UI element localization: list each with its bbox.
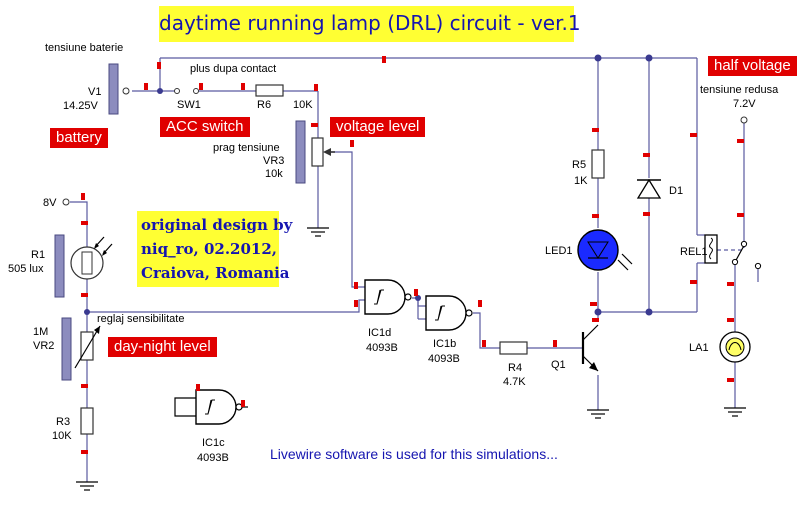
ground-symbols: [76, 227, 746, 491]
vr2-value: 1M: [33, 326, 48, 338]
rel1-name: REL1: [680, 246, 708, 258]
led1-name: LED1: [545, 245, 573, 257]
r1-name: R1: [31, 249, 45, 261]
ic1b-name: IC1b: [433, 338, 456, 350]
led-led1[interactable]: [577, 229, 633, 271]
r5-value: 1K: [574, 175, 588, 187]
vr2-name: VR2: [33, 340, 54, 352]
supply-8v-label: 8V: [43, 197, 57, 209]
acc-switch-sw1[interactable]: [174, 88, 199, 94]
label-voltage-level: voltage level: [330, 117, 426, 137]
ic1c-value: 4093B: [197, 452, 229, 464]
credit-line-2: niq_ro, 02.2012,: [141, 240, 278, 258]
supply-terminal-half-voltage: [740, 116, 748, 124]
photoresistor-r1[interactable]: [54, 234, 113, 298]
note-reglaj-sensibilitate: reglaj sensibilitate: [97, 313, 184, 325]
r4-value: 4.7K: [503, 376, 526, 388]
credit-line-1: original design by: [141, 216, 293, 234]
credit-note: original design by niq_ro, 02.2012, Crai…: [137, 211, 293, 287]
r6-value: 10K: [293, 99, 313, 111]
simulation-probes: [81, 56, 744, 454]
resistor-r6[interactable]: [255, 84, 284, 97]
battery-v1[interactable]: [108, 63, 130, 115]
ic1c-name: IC1c: [202, 437, 225, 449]
vr3-name: VR3: [263, 155, 284, 167]
label-half-voltage: half voltage: [708, 56, 797, 76]
supply-terminal-8v: [62, 198, 70, 206]
r3-name: R3: [56, 416, 70, 428]
label-day-night-level: day-night level: [108, 337, 217, 357]
nand-gate-ic1c[interactable]: [174, 389, 248, 425]
note-tensiune-baterie: tensiune baterie: [45, 42, 123, 54]
note-plus-dupa-contact: plus dupa contact: [190, 63, 276, 75]
potentiometer-vr2[interactable]: [61, 317, 101, 381]
resistor-r5[interactable]: [591, 149, 605, 179]
label-battery: battery: [50, 128, 108, 148]
vr3-value: 10k: [265, 168, 283, 180]
r6-name: R6: [257, 99, 271, 111]
potentiometer-vr3[interactable]: [295, 120, 335, 184]
component-labels: tensiune baterie V1 14.25V plus dupa con…: [8, 42, 779, 464]
v1-name: V1: [88, 86, 101, 98]
diagram-title: daytime running lamp (DRL) circuit - ver…: [159, 6, 581, 42]
q1-name: Q1: [551, 359, 566, 371]
footer-note: Livewire software is used for this simul…: [270, 446, 558, 462]
note-tensiune-redusa: tensiune redusa: [700, 84, 779, 96]
r5-name: R5: [572, 159, 586, 171]
lamp-la1[interactable]: [719, 331, 751, 363]
sw1-name: SW1: [177, 99, 201, 111]
note-prag-tensiune: prag tensiune: [213, 142, 280, 154]
label-acc-switch: ACC switch: [160, 117, 250, 137]
ic1d-name: IC1d: [368, 327, 391, 339]
ic1b-value: 4093B: [428, 353, 460, 365]
resistor-r3[interactable]: [80, 407, 94, 435]
half-voltage-value: 7.2V: [733, 98, 756, 110]
la1-name: LA1: [689, 342, 709, 354]
r4-name: R4: [508, 362, 522, 374]
ic1d-value: 4093B: [366, 342, 398, 354]
nand-gate-ic1d[interactable]: [364, 279, 412, 315]
credit-line-3: Craiova, Romania: [141, 264, 290, 282]
resistor-r4[interactable]: [499, 341, 528, 355]
diode-d1[interactable]: [636, 178, 662, 199]
junction-dots: [84, 54, 653, 316]
nand-gate-ic1b[interactable]: [425, 295, 473, 331]
r3-value: 10K: [52, 430, 72, 442]
transistor-q1[interactable]: [581, 324, 599, 372]
relay-rel1[interactable]: [704, 234, 762, 282]
r1-value: 505 lux: [8, 263, 44, 275]
v1-value: 14.25V: [63, 100, 99, 112]
d1-name: D1: [669, 185, 683, 197]
